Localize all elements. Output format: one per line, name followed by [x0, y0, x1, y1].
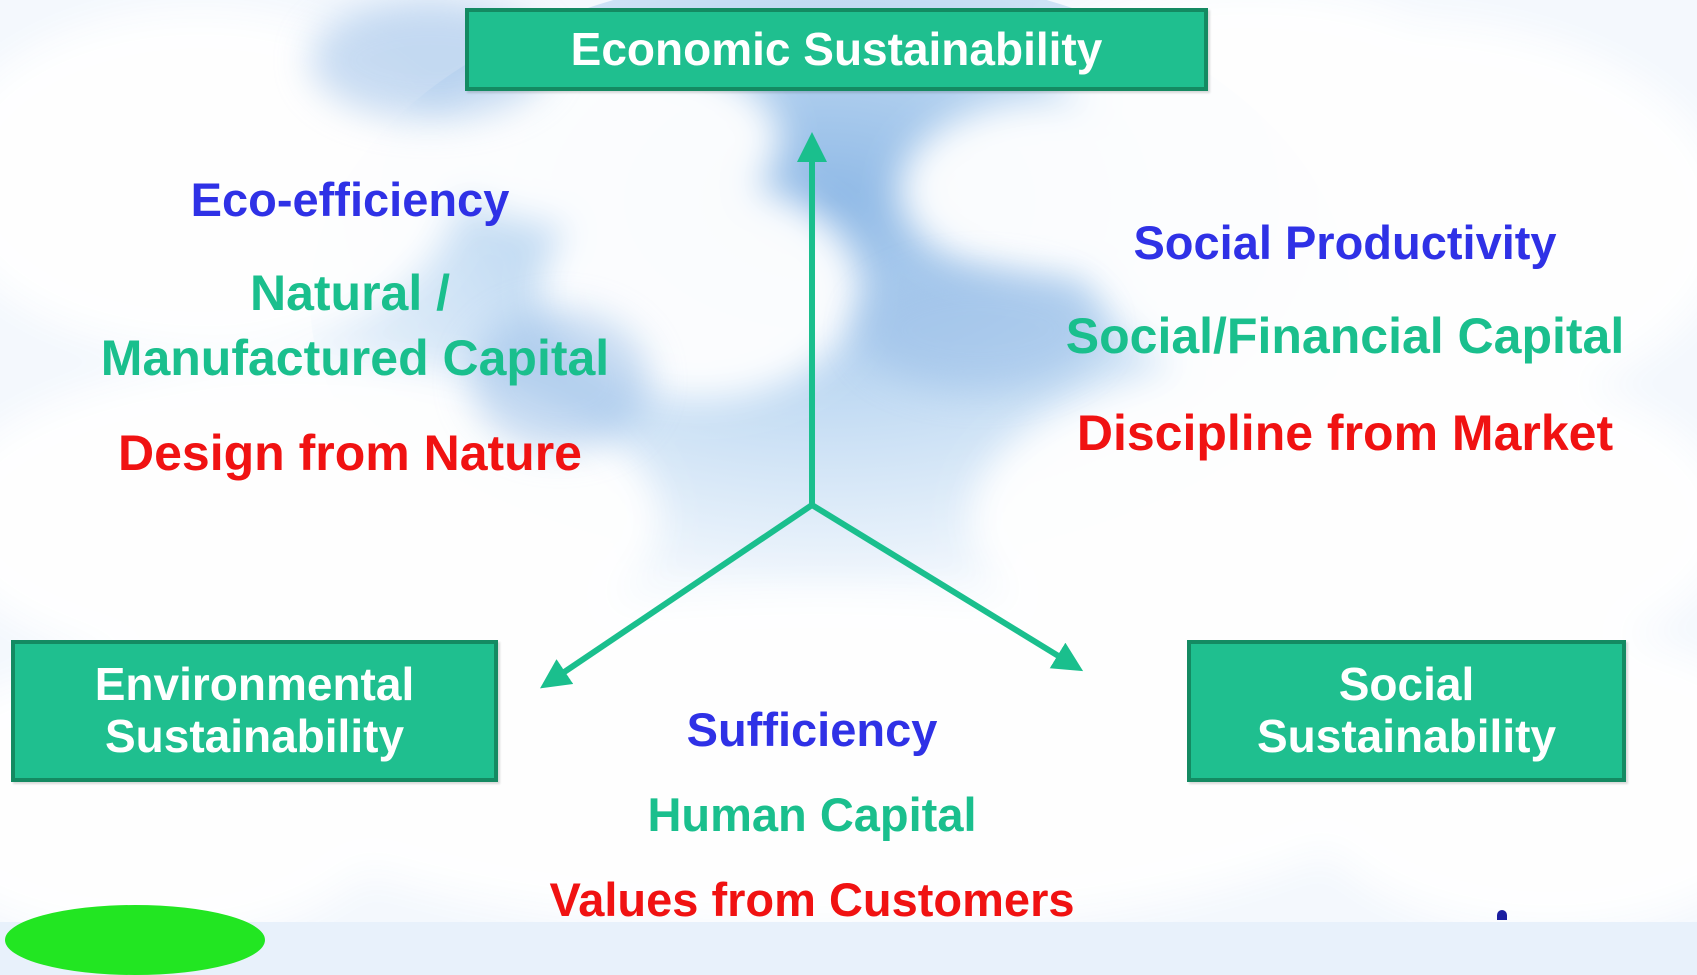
design-from-nature-label: Design from Nature [118, 425, 582, 481]
environmental-sustainability-box: Environmental Sustainability [11, 640, 498, 782]
environmental-label-line2: Sustainability [104, 710, 405, 762]
economic-sustainability-box: Economic Sustainability [465, 8, 1208, 91]
discipline-from-market-label: Discipline from Market [1076, 405, 1614, 461]
environmental-label-line1: Environmental [94, 658, 415, 711]
natural-capital-label-line2: Manufactured Capital [100, 330, 610, 386]
sufficiency-label: Sufficiency [686, 703, 938, 756]
sky-background [0, 0, 1697, 922]
human-capital-label: Human Capital [647, 788, 977, 841]
social-financial-capital-label: Social/Financial Capital [1065, 308, 1625, 364]
green-corner-shape [5, 905, 265, 975]
social-label-line1: Social [1338, 658, 1475, 711]
social-sustainability-box: Social Sustainability [1187, 640, 1626, 782]
economic-sustainability-label: Economic Sustainability [570, 22, 1103, 75]
natural-capital-label-line1: Natural / [249, 265, 451, 321]
social-label-line2: Sustainability [1256, 710, 1557, 762]
social-productivity-label: Social Productivity [1133, 216, 1557, 269]
values-from-customers-label: Values from Customers [549, 873, 1075, 926]
eco-efficiency-label: Eco-efficiency [190, 173, 510, 226]
blue-corner-mark [1497, 910, 1507, 920]
